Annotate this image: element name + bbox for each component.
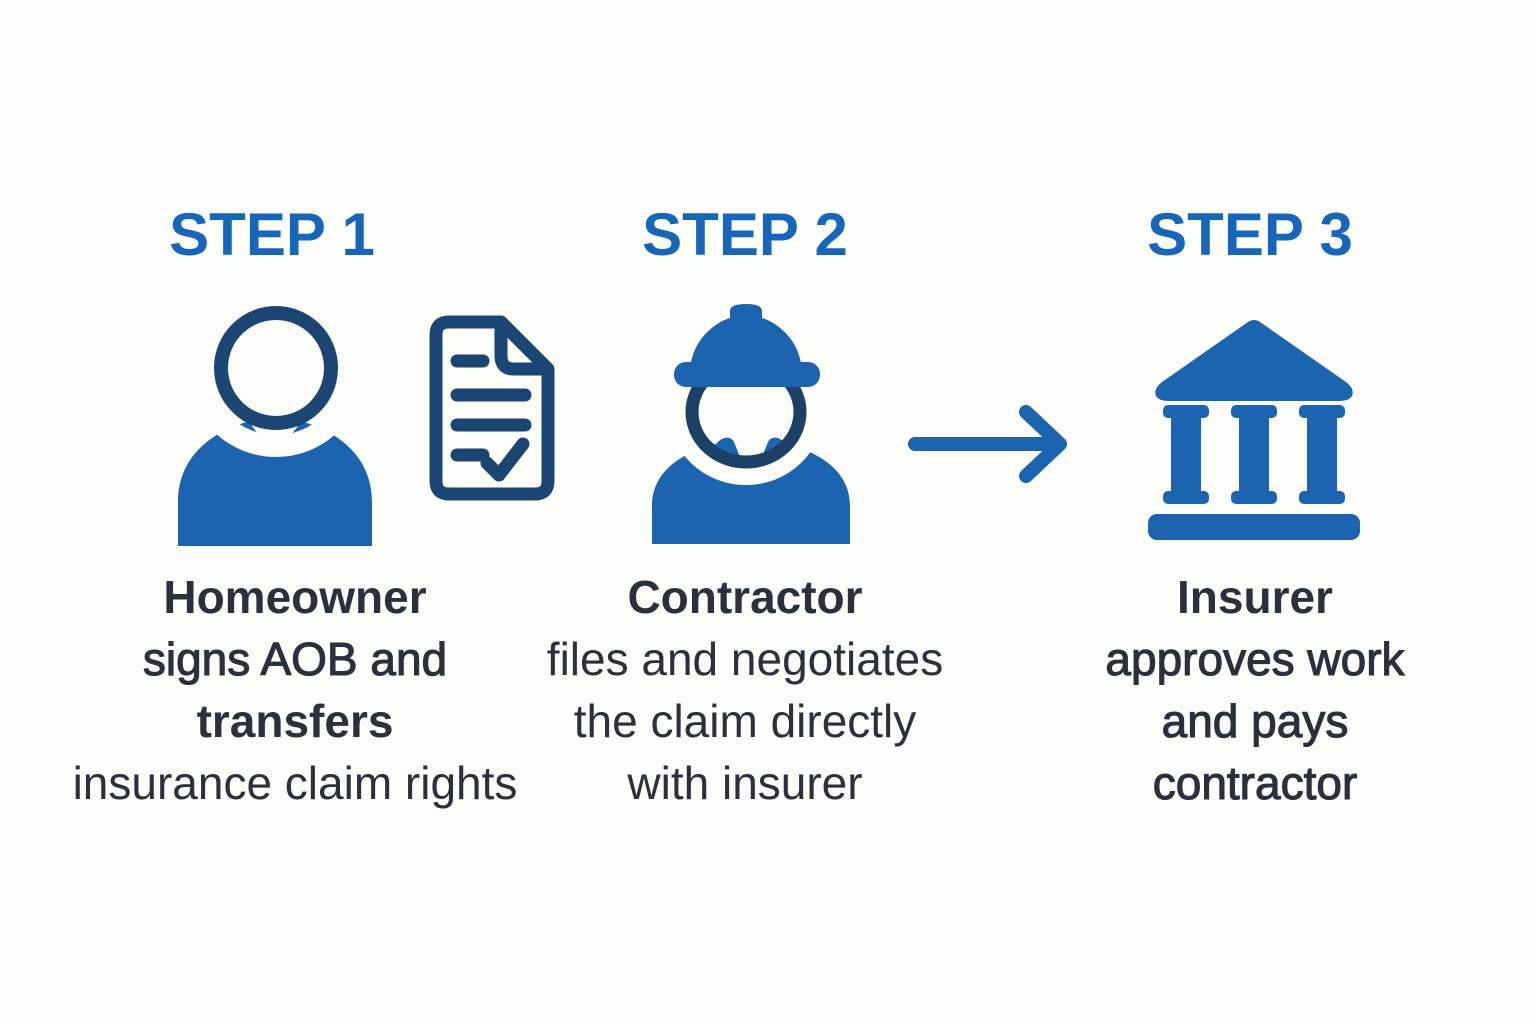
caption-line: Contractor bbox=[627, 571, 863, 623]
caption-line: the claim directly bbox=[573, 695, 917, 747]
bank-column bbox=[1299, 405, 1345, 504]
bank-base bbox=[1148, 514, 1360, 540]
caption-line: files and negotiates bbox=[546, 633, 944, 685]
bank-column bbox=[1163, 405, 1209, 504]
step-3-heading: STEP 3 bbox=[1147, 201, 1353, 268]
caption-line: Homeowner bbox=[163, 571, 427, 623]
person-icon bbox=[178, 304, 372, 546]
step-3-caption: Insurer approves work and pays contracto… bbox=[990, 566, 1520, 814]
document-checkmark bbox=[480, 437, 530, 482]
caption-line: contractor bbox=[1152, 756, 1358, 809]
document-fold bbox=[494, 322, 548, 376]
contractor-hardhat-dome bbox=[690, 304, 802, 374]
document-check-icon bbox=[429, 315, 555, 501]
caption-line: transfers bbox=[196, 695, 394, 747]
caption-line: Insurer bbox=[1177, 571, 1333, 623]
contractor-hardhat-brim bbox=[674, 362, 820, 387]
step-2-heading: STEP 2 bbox=[642, 201, 848, 268]
caption-line: and pays bbox=[1161, 694, 1349, 747]
contractor-shoulders bbox=[652, 437, 850, 544]
caption-line: approves work bbox=[1105, 632, 1405, 685]
contractor-icon bbox=[652, 304, 850, 544]
arrow-right-icon bbox=[908, 405, 1067, 483]
caption-line: insurance claim rights bbox=[72, 757, 518, 809]
bank-icon bbox=[1148, 320, 1360, 540]
caption-line: signs AOB and bbox=[142, 632, 448, 685]
document-page bbox=[429, 315, 555, 501]
bank-column bbox=[1231, 405, 1277, 504]
step-2-caption: Contractor files and negotiates the clai… bbox=[480, 566, 1010, 814]
person-body bbox=[178, 421, 372, 546]
caption-line: with insurer bbox=[627, 757, 863, 809]
step-1-heading: STEP 1 bbox=[169, 201, 375, 268]
step-1-caption: Homeowner signs AOB and transfers insura… bbox=[30, 566, 560, 814]
person-head-gap bbox=[187, 304, 365, 457]
person-head bbox=[214, 306, 338, 430]
bank-roof bbox=[1155, 320, 1353, 401]
